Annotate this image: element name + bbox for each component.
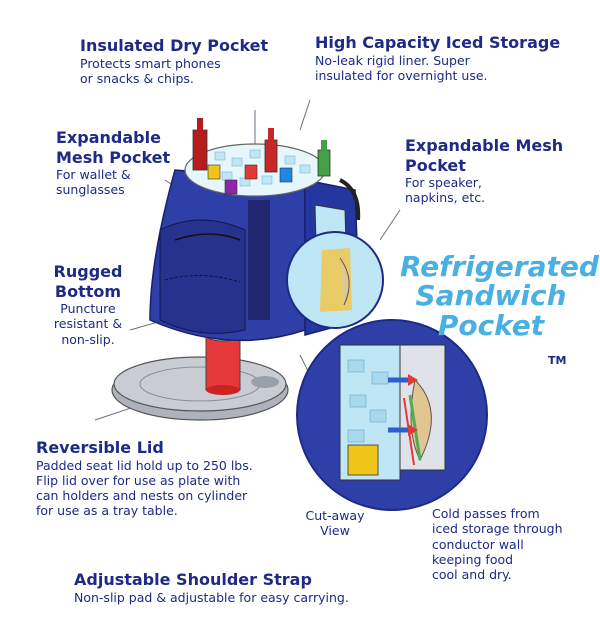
lid-desc-4: for use as a tray table. xyxy=(36,503,178,519)
sandwich-line-2: Sandwich xyxy=(415,279,567,313)
lid-desc-2: Flip lid over for use as plate with xyxy=(36,472,241,488)
mesh-right-label: Expandable Mesh Pocket For speaker, napk… xyxy=(405,136,563,206)
mesh-left-title-2: Mesh Pocket xyxy=(56,147,171,167)
mesh-right-desc-2: napkins, etc. xyxy=(405,190,486,206)
cutaway-line-1: Cut-away xyxy=(305,508,365,523)
mesh-left-desc-1: For wallet & xyxy=(56,167,131,183)
cutaway-label: Cut-away View xyxy=(290,508,380,539)
iced-storage-title: High Capacity Iced Storage xyxy=(315,33,561,52)
mesh-left-label: Expandable Mesh Pocket For wallet & sung… xyxy=(56,128,170,198)
dry-pocket-label: Insulated Dry Pocket Protects smart phon… xyxy=(80,36,268,86)
iced-storage-desc-1: No-leak rigid liner. Super xyxy=(315,52,470,68)
dry-pocket-desc-1: Protects smart phones xyxy=(80,55,221,71)
sandwich-line-1: Refrigerated xyxy=(400,250,599,283)
dry-pocket-title: Insulated Dry Pocket xyxy=(80,36,269,55)
mesh-left-desc-2: sunglasses xyxy=(56,182,125,198)
lid-shape xyxy=(111,356,289,421)
strap-label: Adjustable Shoulder Strap Non-slip pad &… xyxy=(74,570,349,605)
sandwich-line-3: Pocket xyxy=(437,308,545,342)
dry-pocket-desc-2: or snacks & chips. xyxy=(80,70,194,86)
mesh-right-title-1: Expandable Mesh xyxy=(405,136,564,155)
bottom-label: Rugged Bottom Puncture resistant & non-s… xyxy=(42,262,134,347)
trademark-mark: TM xyxy=(548,354,567,367)
cold-passes-label: Cold passes from iced storage through co… xyxy=(432,506,563,582)
lid-desc-1: Padded seat lid hold up to 250 lbs. xyxy=(36,457,253,473)
cutaway-circle xyxy=(296,319,488,511)
bottom-desc-3: non-slip. xyxy=(61,331,115,347)
lid-title: Reversible Lid xyxy=(36,438,164,457)
cutaway-line-2: View xyxy=(320,523,350,539)
strap-title: Adjustable Shoulder Strap xyxy=(74,570,312,589)
cold-line-5: cool and dry. xyxy=(432,567,512,582)
cold-line-3: conductor wall xyxy=(432,536,524,552)
cold-line-2: iced storage through xyxy=(432,521,563,537)
lid-desc-3: can holders and nests on cylinder xyxy=(36,488,248,504)
bottom-desc-2: resistant & xyxy=(53,316,123,332)
pocket-closeup-small xyxy=(286,231,384,329)
bottom-desc-1: Puncture xyxy=(60,301,116,317)
iced-storage-label: High Capacity Iced Storage No-leak rigid… xyxy=(315,33,560,83)
mesh-left-title-1: Expandable xyxy=(56,128,161,147)
bottom-title-2: Bottom xyxy=(54,281,122,301)
cold-line-1: Cold passes from xyxy=(432,506,540,521)
lid-label: Reversible Lid Padded seat lid hold up t… xyxy=(36,438,253,519)
cold-line-4: keeping food xyxy=(432,551,514,567)
bottom-title-1: Rugged xyxy=(53,262,123,281)
ice-and-drinks xyxy=(184,118,331,197)
sandwich-pocket-heading: Refrigerated Sandwich Pocket xyxy=(400,250,599,342)
strap-desc: Non-slip pad & adjustable for easy carry… xyxy=(74,589,349,605)
iced-storage-desc-2: insulated for overnight use. xyxy=(315,67,488,83)
mesh-right-title-2: Pocket xyxy=(405,155,466,175)
mesh-right-desc-1: For speaker, xyxy=(405,175,482,191)
